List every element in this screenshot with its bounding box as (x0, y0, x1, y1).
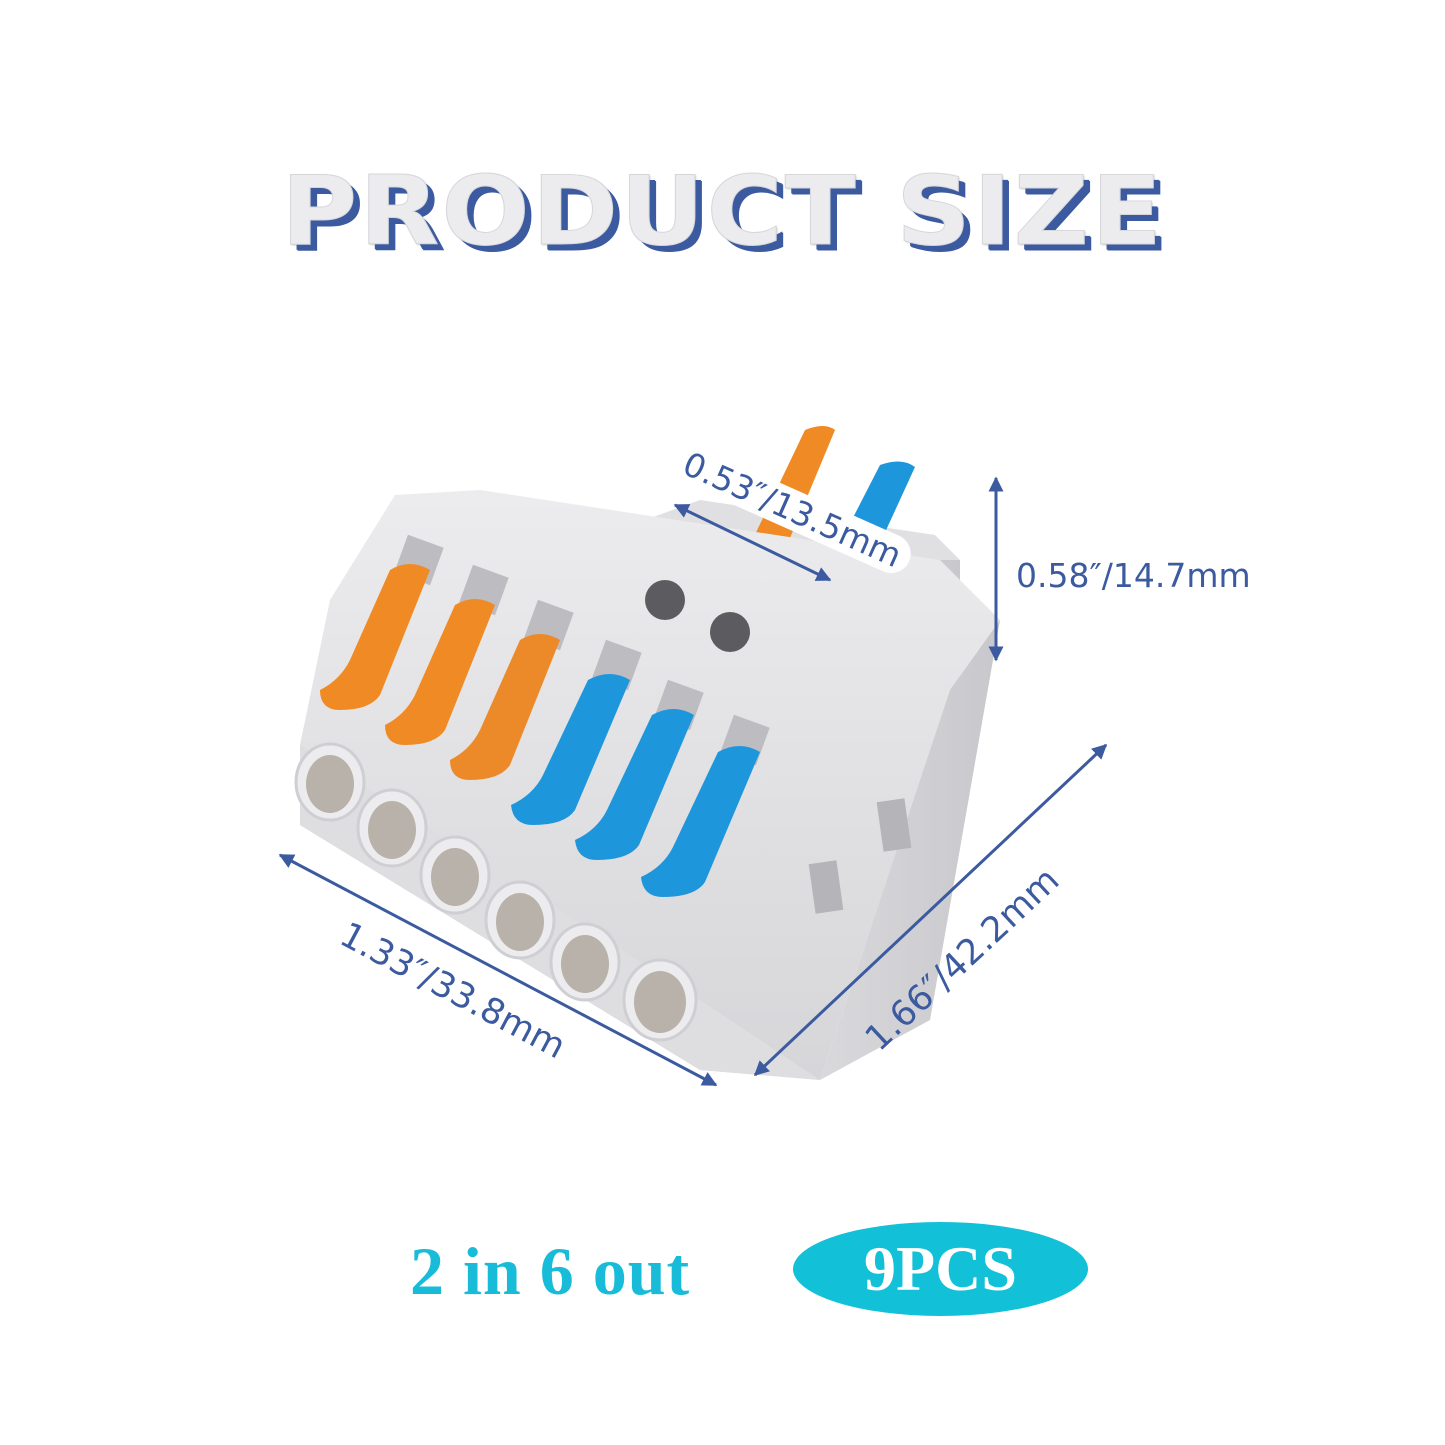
dimension-arrows (278, 476, 1108, 1087)
main-body (294, 490, 1000, 1080)
page-title: PRODUCT SIZE (280, 154, 1164, 268)
quantity-badge-text: 9PCS (864, 1233, 1017, 1304)
lever-orange-3 (450, 634, 560, 780)
lever-orange-2 (385, 599, 495, 745)
arrow-top (673, 503, 832, 582)
configuration-label: 2 in 6 out (410, 1233, 691, 1309)
lever-blue-1 (511, 674, 630, 825)
lever-orange-1 (320, 564, 430, 710)
lever-blue-2 (575, 709, 694, 860)
quantity-badge: 9PCS (793, 1222, 1088, 1316)
arrow-depth (753, 743, 1108, 1077)
arrow-width (278, 853, 718, 1087)
dimension-label-height: 0.58″/14.7mm (1016, 556, 1251, 595)
